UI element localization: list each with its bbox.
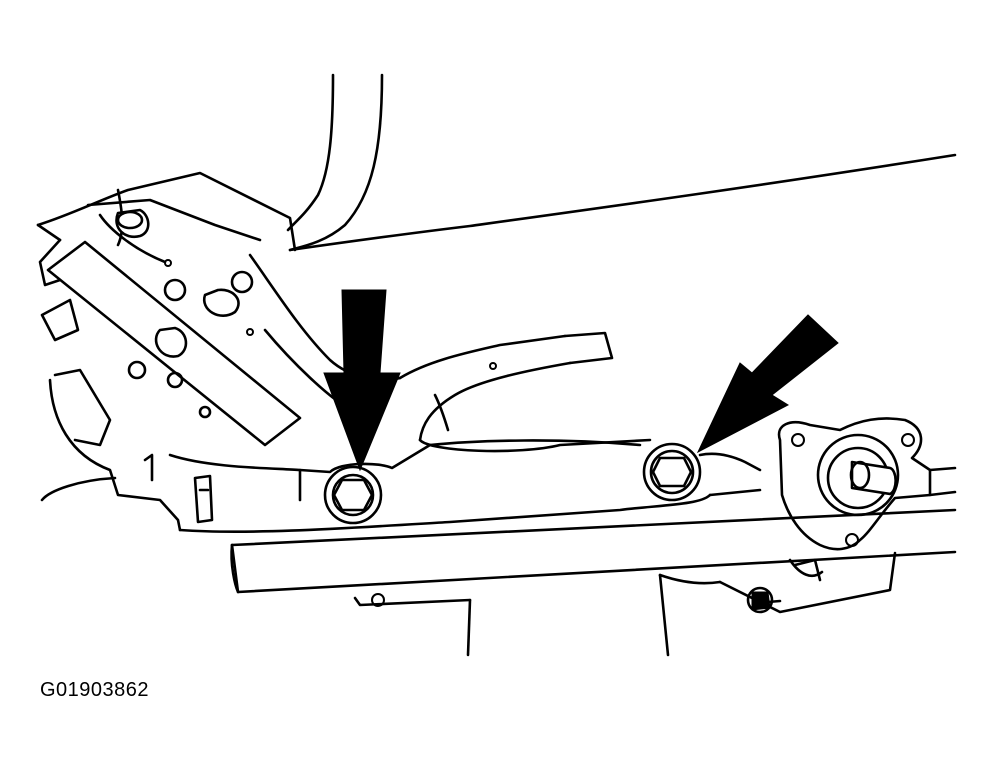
curved-bracket [248,253,652,453]
figure-id-label: G01903862 [40,679,150,701]
upper-frame-outline [286,73,957,252]
left-housing [36,171,302,532]
mounting-bracket [168,439,957,657]
round-housing [746,417,957,614]
arrow-pointer-right-bolt [696,314,839,454]
arrow-pointer-left-bolt [323,289,401,472]
